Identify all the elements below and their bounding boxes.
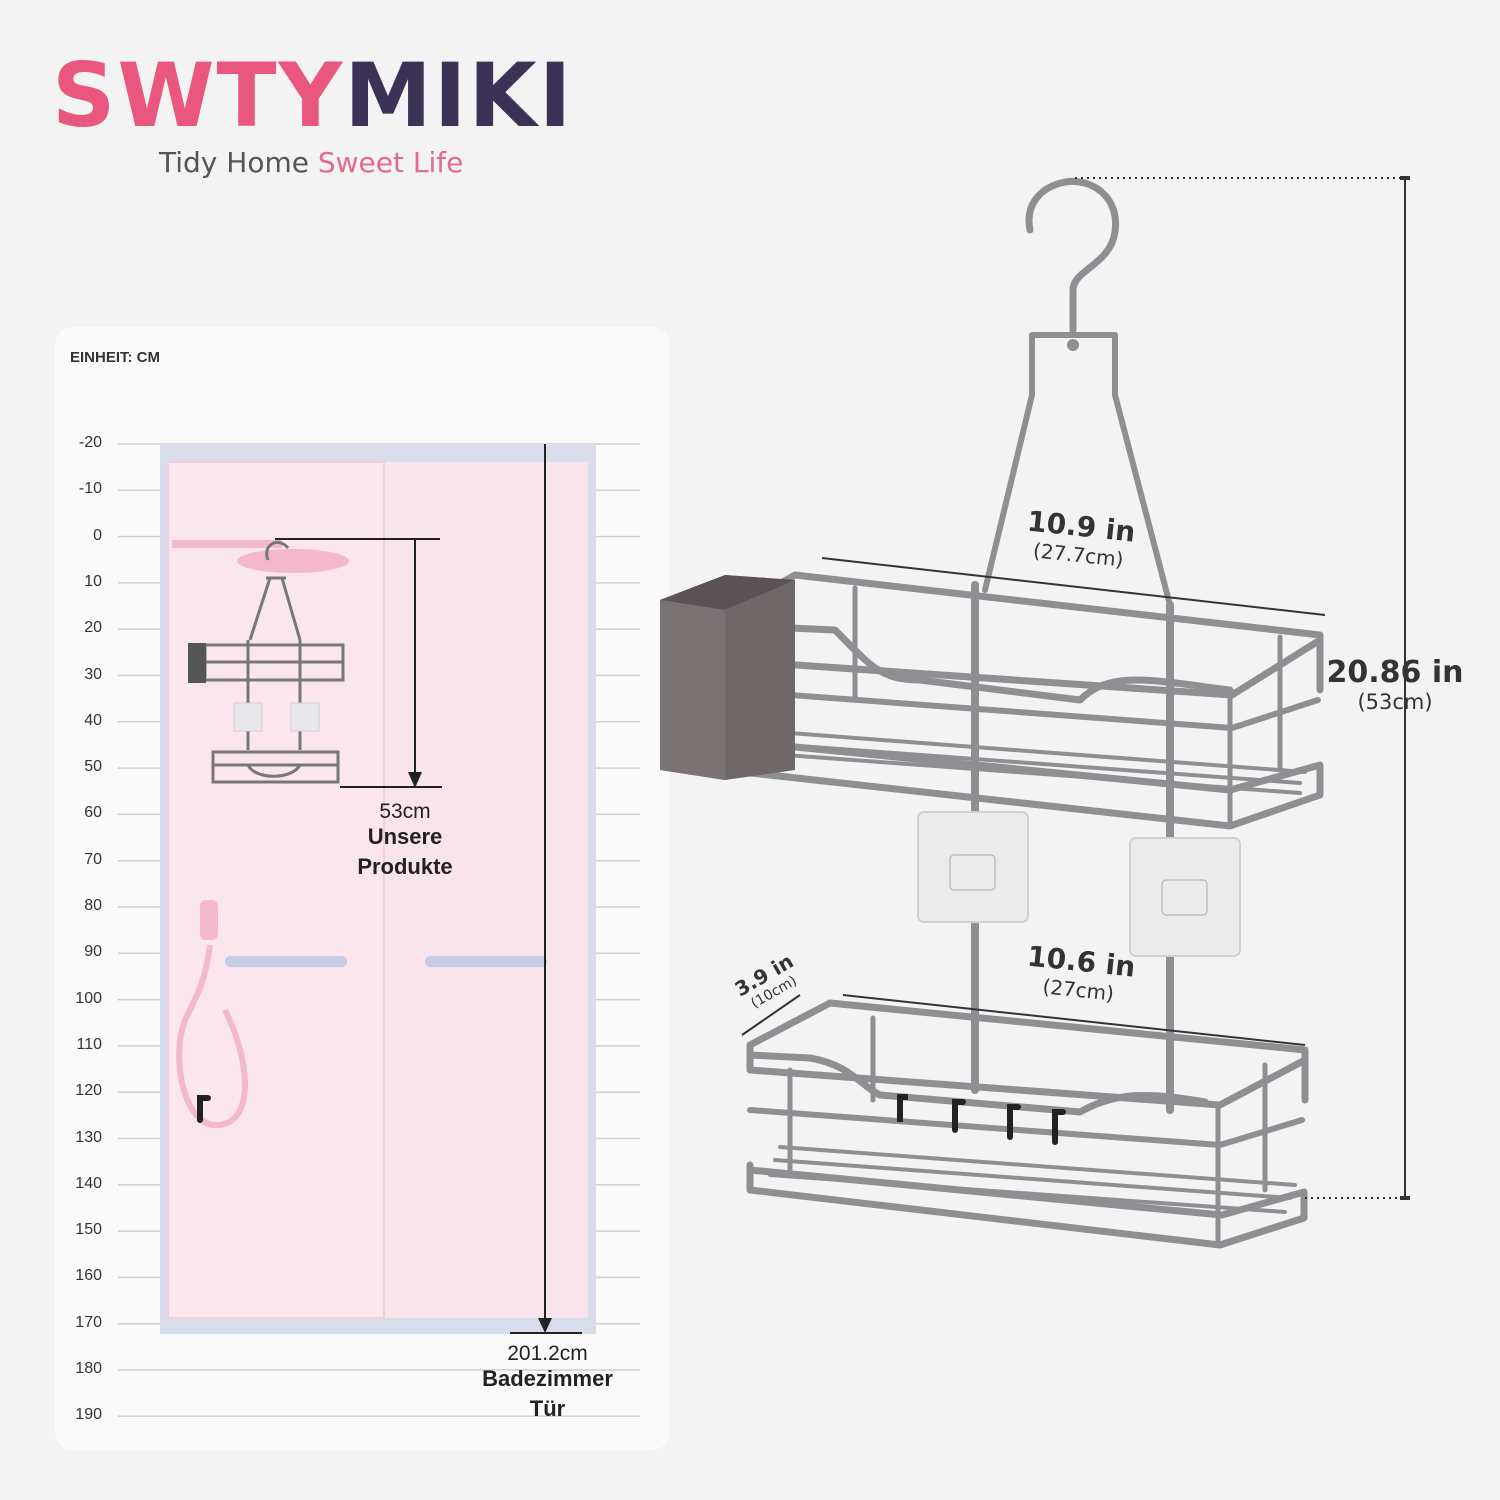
brand-tagline: Tidy Home Sweet Life (159, 146, 463, 179)
unit-label: EINHEIT: CM (70, 349, 160, 366)
scale-tick-label: 120 (75, 1082, 102, 1100)
brand-name-part-a: SWTY (52, 44, 345, 147)
cup-holder (660, 575, 795, 780)
height-in: 20.86 in (1326, 655, 1464, 690)
door-illustration (160, 444, 596, 1334)
tagline-part-b: Sweet Life (317, 146, 464, 179)
scale-tick-label: 150 (75, 1221, 102, 1239)
scale-tick-label: 190 (75, 1406, 102, 1424)
product-height-label: 53cm Unsere Produkte (330, 800, 480, 880)
door-height-label-2: Tür (529, 1396, 566, 1421)
scale-tick-label: 20 (84, 619, 102, 637)
door-height-arrow (510, 444, 582, 1334)
scale-tick-label: 60 (84, 804, 102, 822)
brand-name: SWTYMIKI (52, 52, 573, 140)
scale-tick-label: 160 (75, 1267, 102, 1285)
scale-tick-label: 140 (75, 1174, 102, 1192)
scale-tick-label: -20 (78, 434, 102, 451)
product-height-label-2: Produkte (357, 854, 453, 879)
scale-tick-label: 90 (84, 943, 102, 961)
scale-tick-label: 170 (75, 1313, 102, 1331)
scale-tick-label: 50 (84, 758, 102, 776)
shower-caddy-illustration (720, 177, 1324, 1249)
scale-tick-label: 80 (84, 897, 102, 914)
scale-tick-label: -10 (78, 480, 102, 498)
scale-tick-label: 100 (75, 989, 102, 1007)
scale-tick-label: 180 (75, 1360, 102, 1377)
product-height-value: 53cm (379, 800, 431, 823)
scale-tick-label: 130 (75, 1128, 102, 1146)
product-height-arrow (275, 538, 442, 788)
height-dimension: 20.86 in (53cm) (1325, 655, 1465, 714)
brand-name-part-b: MIKI (344, 44, 574, 147)
scale-tick-label: 0 (93, 526, 102, 544)
door-height-value: 201.2cm (507, 1342, 588, 1365)
hook-extra (897, 1094, 908, 1122)
brand-logo: SWTYMIKI Tidy Home Sweet Life (52, 52, 571, 192)
scale-tick-label: 110 (76, 1035, 102, 1053)
tagline-part-a: Tidy Home (159, 146, 309, 179)
door-height-label: 201.2cm Badezimmer Tür (460, 1342, 635, 1422)
product-height-label-1: Unsere (367, 824, 443, 849)
scale-tick-label: 70 (84, 850, 102, 868)
scale-tick-label: 10 (84, 572, 102, 590)
adhesive-pads (917, 811, 1241, 957)
small-hooks (197, 1095, 1066, 1145)
dimension-lines (741, 176, 1410, 1200)
scale-tick-label: 30 (84, 665, 102, 683)
door-height-label-1: Badezimmer (482, 1366, 613, 1391)
height-cm: (53cm) (1357, 690, 1433, 714)
scale-tick-label: 40 (84, 711, 102, 729)
